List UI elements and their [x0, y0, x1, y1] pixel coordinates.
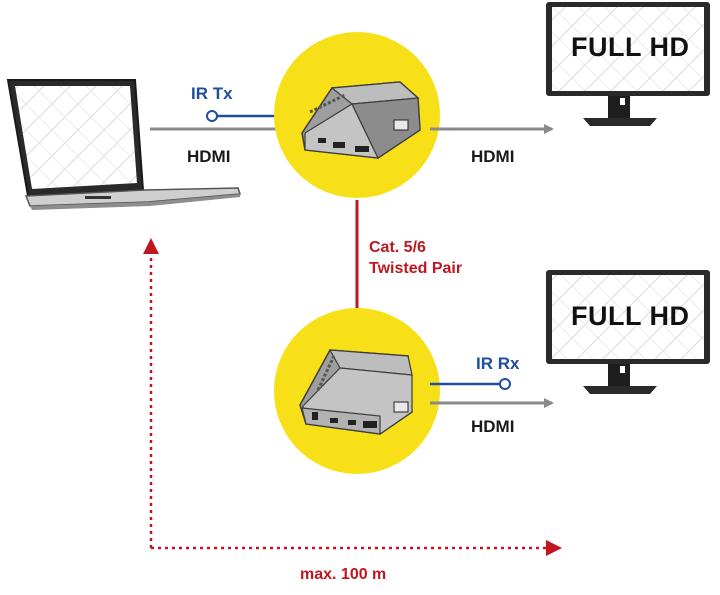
bottom-monitor-screen-text: FULL HD: [571, 301, 690, 331]
laptop-icon: [6, 79, 242, 210]
receiver-device-icon: [274, 308, 440, 474]
monitor-icon: [546, 2, 710, 126]
ir-rx-label: IR Rx: [476, 354, 520, 373]
ir-tx-label: IR Tx: [191, 84, 233, 103]
top-monitor-screen-text: FULL HD: [571, 32, 690, 62]
ir-tx-cable: [206, 110, 278, 122]
transmitter-device-icon: [274, 32, 440, 198]
distance-label: max. 100 m: [300, 566, 387, 583]
monitor-icon: [546, 270, 710, 394]
cable-type-sublabel: Twisted Pair: [369, 260, 463, 277]
cable-type-label: Cat. 5/6: [369, 239, 426, 256]
ir-rx-cable: [430, 378, 511, 390]
distance-arrow: [143, 238, 562, 556]
hdmi-label-input: HDMI: [187, 147, 231, 166]
hdmi-label-top-output: HDMI: [471, 147, 515, 166]
hdmi-label-bottom-output: HDMI: [471, 417, 515, 436]
